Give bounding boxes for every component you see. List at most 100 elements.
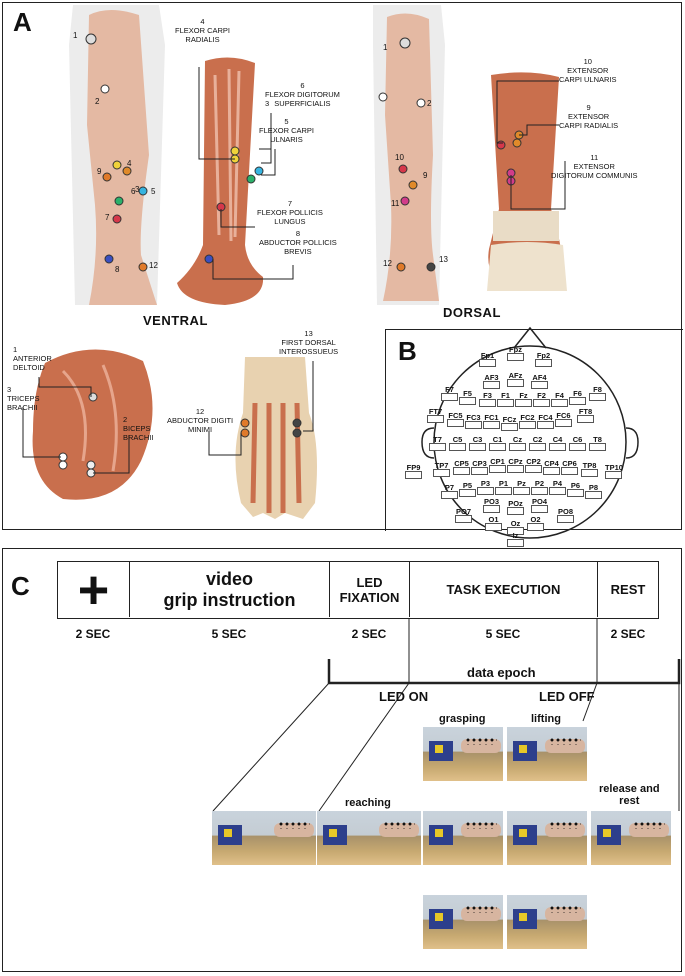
electrode-label: O1	[488, 515, 499, 524]
ventral-photo-number: 9	[97, 167, 102, 176]
duration-rest: 2 SEC	[610, 627, 646, 641]
electrode-iz: Iz	[507, 531, 524, 547]
electrode-marker	[479, 359, 496, 367]
ventral-photo-number: 6	[131, 187, 136, 196]
electrode-fpz: Fpz	[507, 345, 524, 361]
electrode-ft7: FT7	[427, 407, 444, 423]
electrode-cp1: CP1	[489, 457, 506, 473]
panel-b-letter: B	[398, 336, 417, 366]
electrode-po7: PO7	[455, 507, 472, 523]
electrode-label: F6	[573, 389, 582, 398]
electrode-label: Cz	[512, 435, 523, 444]
stage-release-and-rest: release and rest	[599, 783, 660, 807]
rest: REST	[610, 582, 646, 597]
photo-still	[317, 811, 421, 865]
electrode-marker	[405, 471, 422, 479]
electrode-c3: C3	[469, 435, 486, 451]
electrode-label: FC4	[538, 413, 553, 422]
electrode-marker	[569, 397, 586, 405]
electrode-label: FT7	[428, 407, 443, 416]
muscle-label-first-dorsal-interossueus: 13 FIRST DORSAL INTEROSSUEUS	[279, 329, 339, 356]
electrode-label: F7	[445, 385, 454, 394]
electrode-p3: P3	[477, 479, 494, 495]
electrode-label: C5	[452, 435, 463, 444]
electrode-fc6: FC6	[555, 411, 572, 427]
muscle-label-flexor-carpi-ulnaris: 5 FLEXOR CARPI ULNARIS	[259, 117, 315, 144]
electrode-p4: P4	[549, 479, 566, 495]
electrode-label: P1	[498, 479, 509, 488]
video-grip-instruction: video grip instruction	[130, 562, 330, 617]
electrode-label: FT8	[578, 407, 593, 416]
dorsal-photo-number: 2	[427, 99, 432, 108]
electrode-label: Oz	[510, 519, 521, 528]
ventral-photo-number: 4	[127, 159, 132, 168]
electrode-fc4: FC4	[537, 413, 554, 429]
electrode-marker	[485, 523, 502, 531]
electrode-marker	[581, 469, 598, 477]
electrode-label: FC2	[520, 413, 535, 422]
electrode-marker	[469, 443, 486, 451]
dorsal-leader-lines	[496, 80, 566, 210]
dorsal-photo-number: 10	[395, 153, 404, 162]
electrode-marker	[489, 465, 506, 473]
electrode-cp4: CP4	[543, 459, 560, 475]
electrode-fc2: FC2	[519, 413, 536, 429]
electrode-p7: P7	[441, 483, 458, 499]
electrode-marker	[507, 353, 524, 361]
ventral-photo-number: 2	[95, 97, 100, 106]
ventral-photo-number: 7	[105, 213, 110, 222]
electrode-cp3: CP3	[471, 459, 488, 475]
electrode-fcz: FCz	[501, 415, 518, 431]
electrode-af3: AF3	[483, 373, 500, 389]
electrode-marker	[459, 489, 476, 497]
electrode-cp2: CP2	[525, 457, 542, 473]
electrode-marker	[441, 393, 458, 401]
electrode-tp10: TP10	[605, 463, 623, 479]
electrode-label: PO7	[455, 507, 471, 516]
muscle-label-triceps-brachii: 3 TRICEPS BRACHII	[7, 385, 40, 412]
electrode-label: P7	[444, 483, 455, 492]
electrode-marker	[537, 421, 554, 429]
electrode-f3: F3	[479, 391, 496, 407]
electrode-po3: PO3	[483, 497, 500, 513]
electrode-label: F3	[483, 391, 492, 400]
muscle-label-anterior-deltoid: 1 ANTERIOR DELTOID	[13, 345, 52, 372]
electrode-marker	[429, 443, 446, 451]
electrode-marker	[433, 469, 450, 477]
electrode-label: F8	[593, 385, 602, 394]
electrode-label: Fz	[519, 391, 528, 400]
electrode-label: CP3	[472, 459, 487, 468]
electrode-p2: P2	[531, 479, 548, 495]
electrode-marker	[527, 523, 544, 531]
electrode-label: PO4	[531, 497, 547, 506]
electrode-label: FP9	[406, 463, 421, 472]
electrode-label: AFz	[508, 371, 523, 380]
electrode-o1: O1	[485, 515, 502, 531]
dorsal-photo-number: 13	[439, 255, 448, 264]
photo-still	[423, 811, 503, 865]
electrode-label: P5	[462, 481, 473, 490]
electrode-marker	[519, 421, 536, 429]
electrode-p1: P1	[495, 479, 512, 495]
duration-led-fixation: 2 SEC	[351, 627, 387, 641]
electrode-marker	[509, 443, 526, 451]
ventral-arm-photo	[69, 5, 165, 305]
electrode-marker	[465, 421, 482, 429]
dorsal-photo-number: 9	[423, 171, 428, 180]
electrode-f2: F2	[533, 391, 550, 407]
electrode-cpz: CPz	[507, 457, 524, 473]
photo-still	[591, 811, 671, 865]
electrode-marker	[483, 505, 500, 513]
electrode-label: FC6	[556, 411, 571, 420]
electrode-label: T8	[593, 435, 602, 444]
electrode-marker	[525, 465, 542, 473]
muscle-label-flexor-pollicis-lungus: 7 FLEXOR POLLICIS LUNGUS	[257, 199, 323, 226]
muscle-label-abductor-pollicis-brevis: 8 ABDUCTOR POLLICIS BREVIS	[259, 229, 337, 256]
led-on-label: LED ON	[379, 689, 429, 704]
electrode-marker	[605, 471, 623, 479]
electrode-label: TP8	[582, 461, 597, 470]
electrode-marker	[529, 443, 546, 451]
electrode-fc5: FC5	[447, 411, 464, 427]
epoch-label: data epoch	[467, 665, 536, 680]
electrode-marker	[495, 487, 512, 495]
